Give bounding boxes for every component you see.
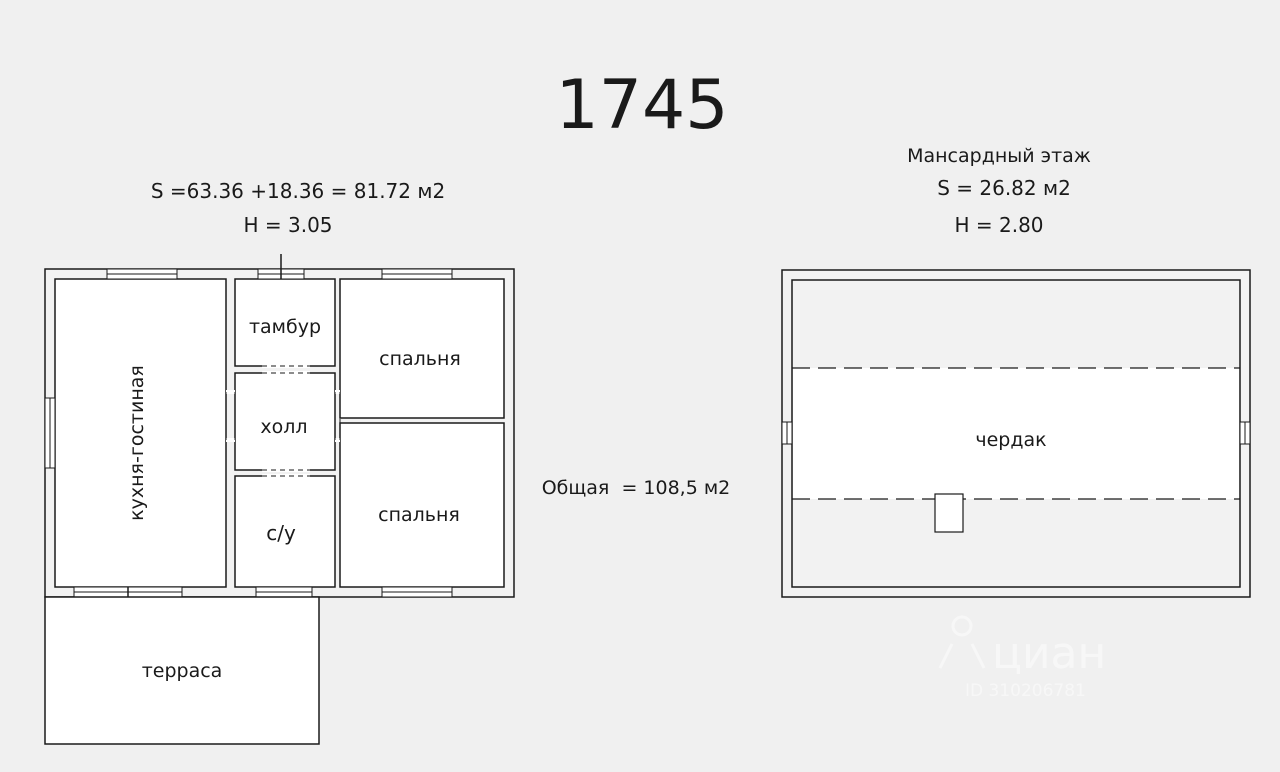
- ground-floor-area: S =63.36 +18.36 = 81.72 м2: [151, 179, 445, 203]
- label-bedroom-2: спальня: [378, 504, 460, 526]
- watermark-pin-icon: [938, 615, 986, 669]
- label-vestibule: тамбур: [249, 316, 321, 338]
- room-hall: [234, 372, 336, 471]
- door-marks: [225, 365, 341, 477]
- attic-floor-name: Мансардный этаж: [907, 145, 1091, 167]
- room-living: [54, 278, 227, 588]
- attic-floor-height: H = 2.80: [954, 213, 1043, 237]
- label-hall: холл: [260, 416, 307, 438]
- watermark-brand: циан: [992, 628, 1106, 679]
- label-bathroom: с/у: [266, 521, 296, 545]
- project-number: 1745: [555, 66, 728, 145]
- label-bedroom-1: спальня: [379, 348, 461, 370]
- terrace-outline: [44, 596, 320, 745]
- label-living: кухня-гостиная: [126, 365, 148, 521]
- windows-attic: [781, 421, 1251, 445]
- attic-floor-plan: [781, 269, 1251, 598]
- ground-floor-plan: [44, 254, 515, 745]
- label-terrace: терраса: [142, 660, 223, 682]
- ground-floor-height: H = 3.05: [243, 213, 332, 237]
- watermark-id: ID 310206781: [965, 681, 1086, 701]
- watermark: циан ID 310206781: [938, 615, 1106, 701]
- room-bedroom-1: [339, 278, 505, 419]
- attic-usable-zone: [793, 368, 1239, 499]
- total-area: Общая = 108,5 м2: [542, 477, 731, 499]
- label-attic: чердак: [975, 429, 1046, 451]
- attic-hatch: [934, 493, 964, 533]
- attic-floor-area: S = 26.82 м2: [937, 176, 1071, 200]
